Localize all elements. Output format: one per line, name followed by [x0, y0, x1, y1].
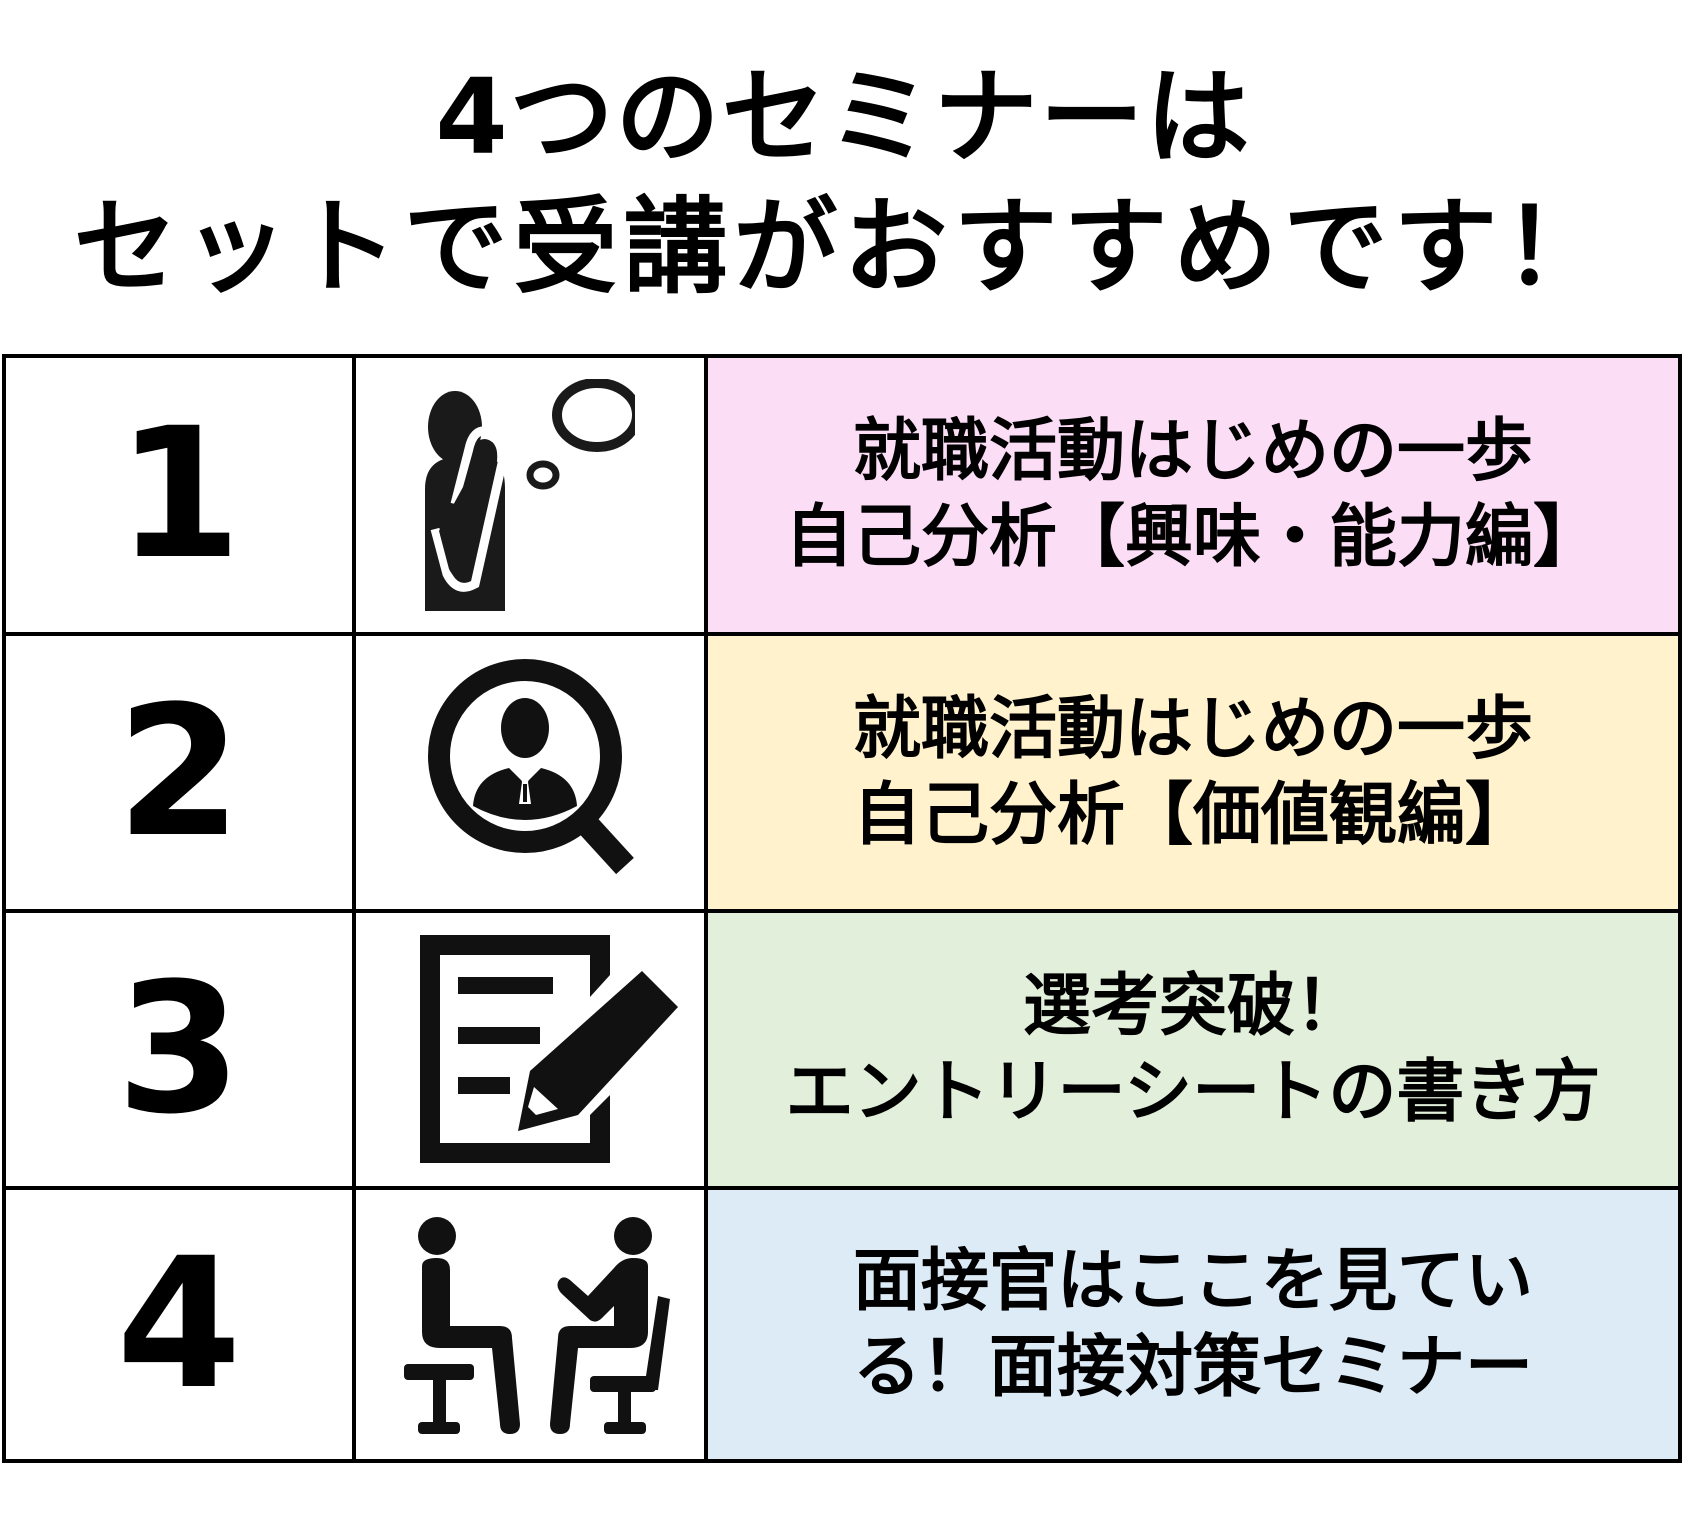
page-title: 4つのセミナーは セットで受講がおすすめです！ [0, 52, 1687, 312]
seminar-title: 面接官はここを見てい る！面接対策セミナー [853, 1239, 1533, 1411]
title-cell: 面接官はここを見てい る！面接対策セミナー [708, 1190, 1678, 1459]
interview-icon [400, 1214, 670, 1436]
title-cell: 選考突破！ エントリーシートの書き方 [708, 913, 1678, 1190]
number-cell: 4 [6, 1190, 356, 1459]
icon-cell [356, 1190, 708, 1459]
thinking-person-icon [425, 379, 635, 611]
number-cell: 2 [6, 636, 356, 913]
seminar-title: 選考突破！ エントリーシートの書き方 [786, 964, 1601, 1136]
seminar-number: 1 [116, 390, 242, 599]
seminar-title-line-2: エントリーシートの書き方 [785, 1052, 1601, 1132]
title-line-2: セットで受講がおすすめです！ [73, 186, 1614, 308]
magnifier-person-icon [425, 658, 635, 888]
seminar-title-line-2: 自己分析【価値観編】 [852, 775, 1533, 855]
title-cell: 就職活動はじめの一歩 自己分析【価値観編】 [708, 636, 1678, 913]
seminar-title: 就職活動はじめの一歩 自己分析【興味・能力編】 [785, 409, 1601, 581]
seminar-title: 就職活動はじめの一歩 自己分析【価値観編】 [853, 687, 1533, 859]
number-cell: 1 [6, 358, 356, 636]
seminar-title-line-1: 就職活動はじめの一歩 [852, 412, 1533, 491]
seminar-table: 1 就職活動はじめの一歩 自己分析【興味・能力編】 [2, 354, 1682, 1463]
seminar-number: 3 [116, 944, 242, 1154]
seminar-number: 4 [116, 1219, 242, 1429]
icon-cell [356, 358, 708, 636]
seminar-number: 2 [116, 667, 242, 877]
seminar-title-line-1: 就職活動はじめの一歩 [852, 689, 1533, 769]
icon-cell [356, 913, 708, 1190]
document-pencil-icon [420, 934, 680, 1165]
seminar-title-line-1: 選考突破！ [1022, 966, 1363, 1046]
seminar-title-line-2: 自己分析【興味・能力編】 [784, 498, 1601, 577]
title-cell: 就職活動はじめの一歩 自己分析【興味・能力編】 [708, 358, 1678, 636]
seminar-title-line-1: 面接官はここを見てい [852, 1241, 1533, 1321]
icon-cell [356, 636, 708, 913]
seminar-title-line-2: る！面接対策セミナー [852, 1327, 1533, 1407]
title-line-1: 4つのセミナーは [435, 56, 1252, 178]
number-cell: 3 [6, 913, 356, 1190]
